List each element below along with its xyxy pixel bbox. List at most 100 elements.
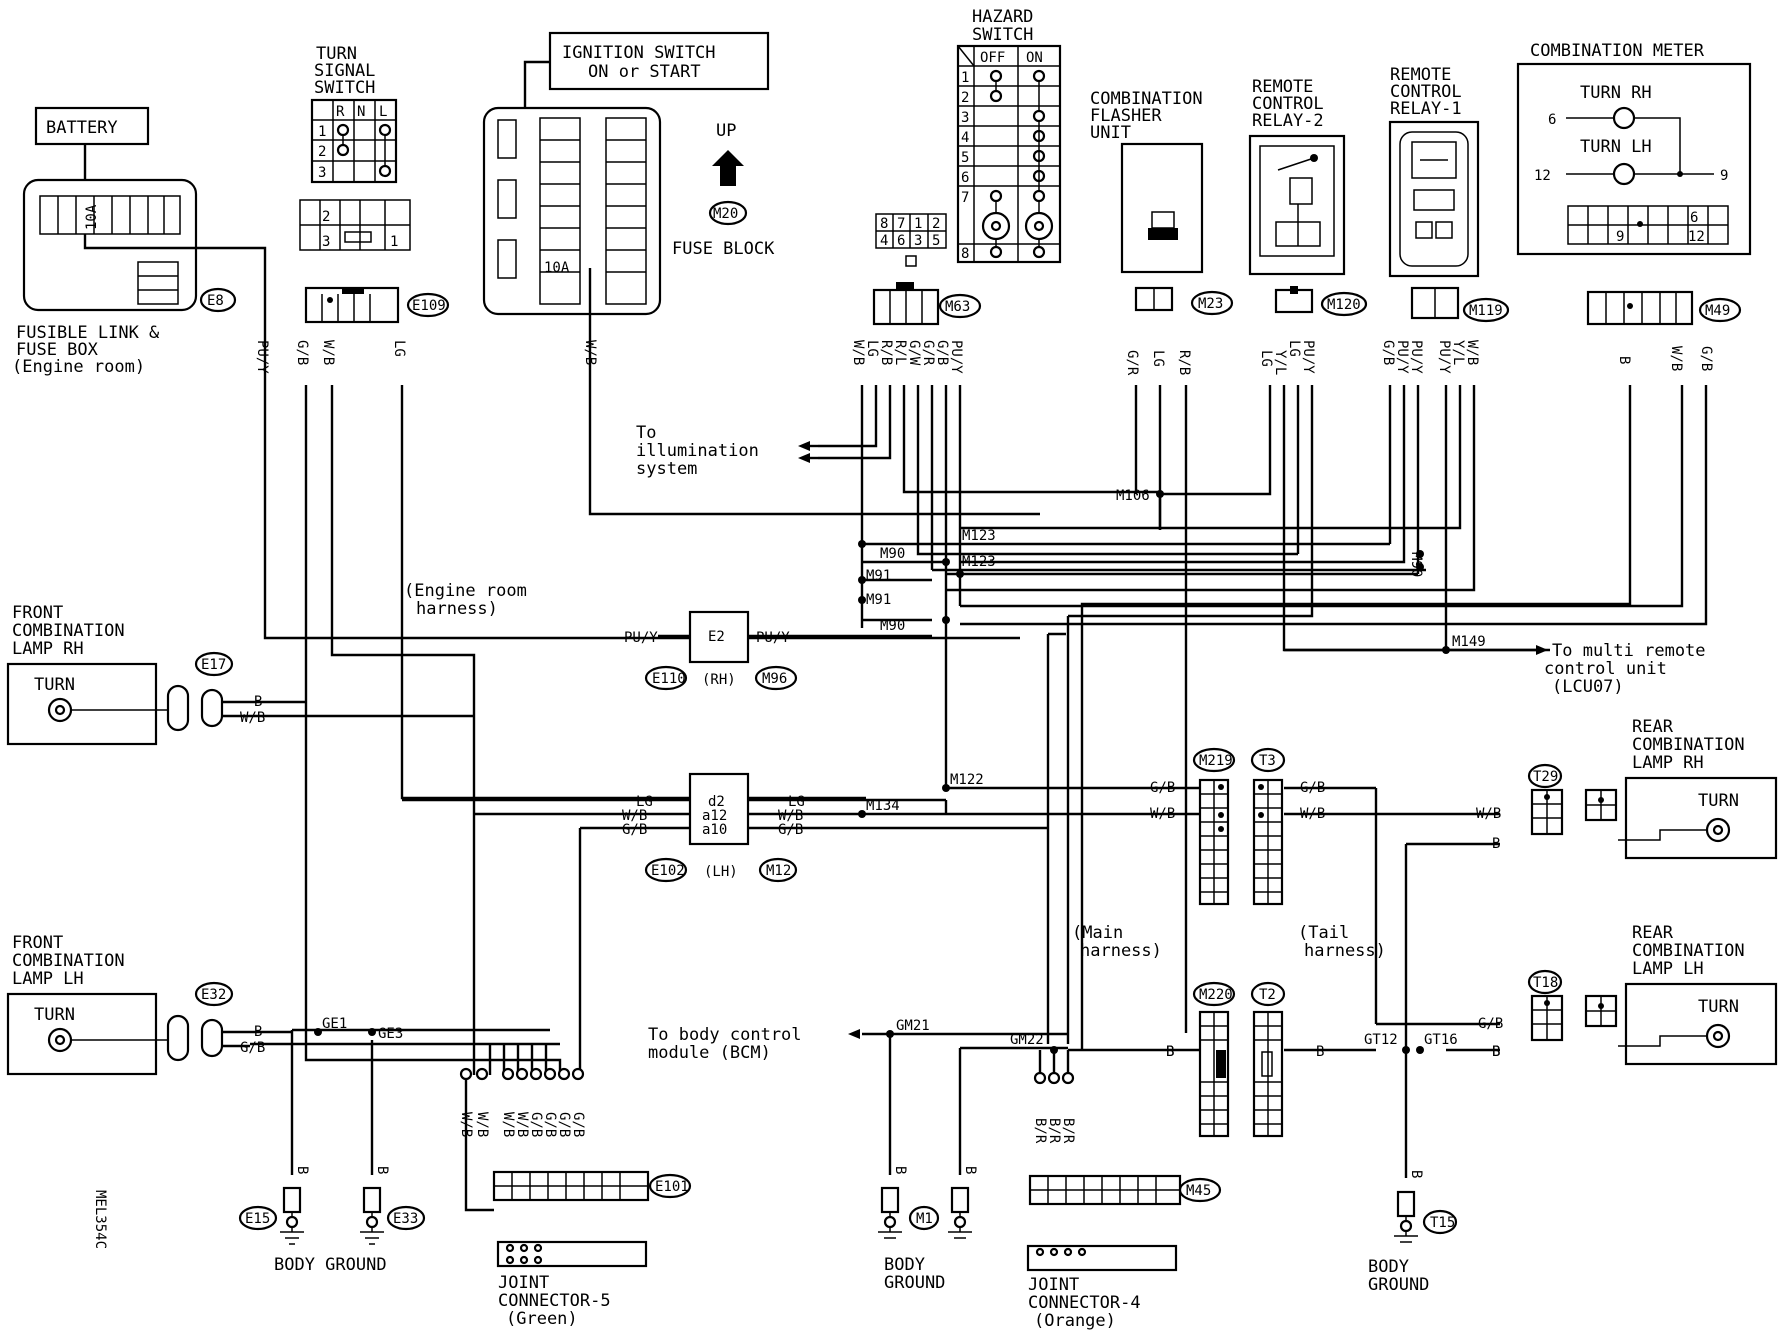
connector-e15: E15 <box>245 1211 270 1227</box>
wire-label-m120-4: PU/Y <box>1300 340 1316 374</box>
to-multi-remote-3: (LCU07) <box>1552 677 1624 697</box>
engine-room-harness-1: (Engine room <box>404 581 527 601</box>
relay2-title-2: CONTROL <box>1252 94 1324 114</box>
connector-m120: M120 <box>1327 297 1361 313</box>
connector-m220: M220 <box>1199 987 1233 1003</box>
splice-m149: M149 <box>1452 634 1486 650</box>
fuse-10a-label: 10A <box>84 204 100 230</box>
meter-turn-rh: TURN RH <box>1580 83 1652 103</box>
fusible-link-line2: FUSE BOX <box>16 340 99 360</box>
hazard-row-7: 7 <box>961 190 969 206</box>
remote-control-relay-1: REMOTE CONTROL RELAY-1 M119 <box>1388 65 1510 323</box>
rear-rh-wire-wb: W/B <box>1476 806 1501 822</box>
rear-rh-wire-b: B <box>1492 836 1500 852</box>
jc5-title-2: CONNECTOR-5 <box>498 1291 611 1311</box>
connector-e33: E33 <box>393 1211 418 1227</box>
combination-meter: COMBINATION METER TURN RH TURN LH 6 12 9… <box>1516 41 1752 326</box>
junction-e2-label: E2 <box>708 629 725 645</box>
meter-title: COMBINATION METER <box>1530 41 1705 61</box>
joint-connector-5: W/B W/B W/B W/B G/B G/B G/B G/B E101 JOI… <box>458 1067 692 1329</box>
jc5-wire-8: G/B <box>570 1112 586 1137</box>
splice-m90-b: M90 <box>880 618 905 634</box>
splice-gt16: GT16 <box>1424 1032 1458 1048</box>
m1-wire-b-2: B <box>962 1166 978 1174</box>
lh-wire-wb-right: W/B <box>778 808 803 824</box>
t3-wire-gb: G/B <box>1300 780 1325 796</box>
body-ground-mid-2: GROUND <box>884 1273 945 1293</box>
hazard-row-2: 2 <box>961 90 969 106</box>
wire-label-m63-1: W/B <box>850 340 866 365</box>
jc5-wire-4: W/B <box>514 1112 530 1137</box>
tail-harness-2: harness) <box>1304 941 1386 961</box>
front-rh-title-1: FRONT <box>12 603 63 623</box>
combination-flasher-unit: COMBINATION FLASHER UNIT M23 <box>1090 89 1234 316</box>
splice-dots <box>314 490 1450 1054</box>
wire-label-m119-2: PU/Y <box>1394 340 1410 374</box>
top-wire-labels: PU/Y G/B W/B LG W/B W/B LG R/B R/L G/W G… <box>254 340 1714 376</box>
jc4-title-3: (Orange) <box>1034 1311 1116 1331</box>
lh-wire-lg-left: LG <box>636 794 653 810</box>
engine-room-harness-2: harness) <box>416 599 498 619</box>
main-harness-2: harness) <box>1080 941 1162 961</box>
rear-lh-title-2: COMBINATION <box>1632 941 1745 961</box>
fusible-link-line3: (Engine room) <box>12 357 145 377</box>
wire-label-m63-6: G/R <box>920 340 936 366</box>
t2-wire-b: B <box>1316 1044 1324 1060</box>
relay1-title-1: REMOTE <box>1390 65 1451 85</box>
tss-col-n: N <box>357 104 365 120</box>
battery-label: BATTERY <box>46 118 118 138</box>
connector-m23: M23 <box>1198 296 1223 312</box>
connector-t15: T15 <box>1430 1215 1455 1231</box>
to-illumination-2: illumination <box>636 441 759 461</box>
hazard-row-4: 4 <box>961 130 969 146</box>
hazard-row-1: 1 <box>961 70 969 86</box>
meter-pin-9: 9 <box>1720 168 1728 184</box>
wire-label-lg-e109: LG <box>391 340 407 357</box>
fuse-block: IGNITION SWITCH ON or START 10A UP M20 F… <box>482 31 1040 516</box>
hazard-col-on: ON <box>1026 50 1043 66</box>
connector-t2: T2 <box>1259 987 1276 1003</box>
wire-label-m119-5: Y/L <box>1450 340 1466 365</box>
connector-e17: E17 <box>201 657 226 673</box>
jc4-title-1: JOINT <box>1028 1275 1079 1295</box>
remote-control-relay-2: REMOTE CONTROL RELAY-2 M120 <box>1248 77 1368 317</box>
t3-wire-wb: W/B <box>1300 806 1325 822</box>
tail-harness-1: (Tail <box>1298 923 1349 943</box>
front-lh-wire-b: B <box>254 1024 262 1040</box>
lh-wire-lg-right: LG <box>788 794 805 810</box>
hazard-pin-1: 1 <box>914 216 922 232</box>
to-illumination: To illumination system <box>636 423 759 479</box>
body-ground-right-2: GROUND <box>1368 1275 1429 1295</box>
connector-m45: M45 <box>1186 1183 1211 1199</box>
tss-col-r: R <box>336 104 345 120</box>
lh-pin-a12: a12 <box>702 808 727 824</box>
hazard-row-8: 8 <box>961 246 969 262</box>
splice-gm21: GM21 <box>896 1018 930 1034</box>
wire-label-m119-4: PU/Y <box>1436 340 1452 374</box>
wire-label-wb-e109: W/B <box>320 340 336 365</box>
rear-rh-turn: TURN <box>1698 791 1739 811</box>
wire-label-wb-m20: W/B <box>582 340 598 365</box>
junction-rh-label: (RH) <box>702 672 736 688</box>
wire-runs <box>220 385 1708 1178</box>
rear-lh-wire-gb: G/B <box>1478 1016 1503 1032</box>
jc4-wire-2: B/R <box>1046 1118 1062 1144</box>
hazard-switch: HAZARD SWITCH OFF ON 1 2 3 4 5 6 7 8 <box>872 7 1062 326</box>
front-rh-title-2: COMBINATION <box>12 621 125 641</box>
lh-wire-gb-right: G/B <box>778 822 803 838</box>
e33-wire-b: B <box>374 1166 390 1174</box>
jc4-title-2: CONNECTOR-4 <box>1028 1293 1141 1313</box>
wire-label-m63-7: G/B <box>934 340 950 365</box>
rear-combination-lamp-rh: REAR COMBINATION LAMP RH TURN T29 W/B B <box>1476 717 1778 860</box>
connector-e109: E109 <box>412 298 446 314</box>
svg-text:3: 3 <box>322 234 330 250</box>
hazard-pin-8: 8 <box>880 216 888 232</box>
hazard-pin-3: 3 <box>914 233 922 249</box>
jc5-wire-3: W/B <box>500 1112 516 1137</box>
relay2-title-1: REMOTE <box>1252 77 1313 97</box>
hazard-row-5: 5 <box>961 150 969 166</box>
front-lh-wire-gb: G/B <box>240 1040 265 1056</box>
junction-lh: d2 a12 a10 LG W/B G/B LG W/B G/B E102 (L… <box>622 772 805 883</box>
connector-m1: M1 <box>916 1211 933 1227</box>
